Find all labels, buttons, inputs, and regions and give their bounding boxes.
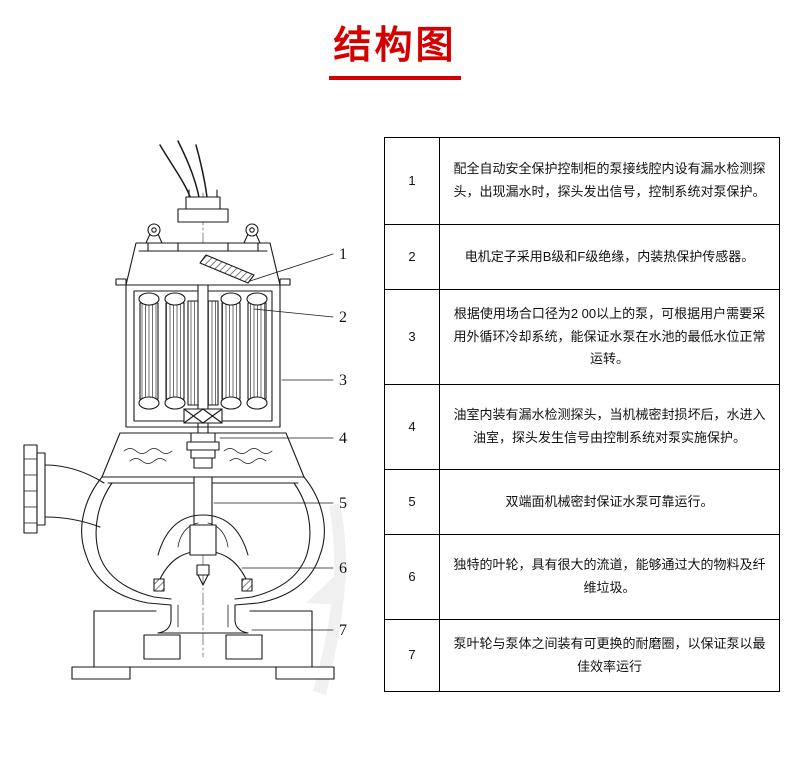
discharge-flange (23, 444, 105, 534)
pump-structure-drawing: 1 2 3 4 5 6 7 (8, 135, 380, 717)
cable-gland (177, 189, 229, 223)
row-description: 油室内装有漏水检测探头，当机械密封损坏后，水进入油室，探头发生信号由控制系统对泵… (439, 384, 780, 470)
bearing (183, 408, 223, 424)
feature-table: 1 配全自动安全保护控制柜的泵接线腔内设有漏水检测探头，出现漏水时，探头发出信号… (384, 137, 780, 692)
row-number: 2 (384, 224, 440, 290)
stator-windings (138, 292, 268, 410)
row-number: 3 (384, 289, 440, 385)
table-row: 6 独特的叶轮，具有很大的流道，能够通过大的物料及纤维垃圾。 (384, 534, 780, 620)
table-row: 7 泵叶轮与泵体之间装有可更换的耐磨圈，以保证泵以最佳效率运行 (384, 619, 780, 692)
table-row: 3 根据使用场合口径为2 00以上的泵，可根据用户需要采用外循环冷却系统，能保证… (384, 289, 780, 385)
callout-6: 6 (339, 560, 347, 577)
wear-rings (153, 578, 253, 592)
rotor-shaft (187, 284, 219, 481)
row-description: 电机定子采用B级和F级绝缘，内装热保护传感器。 (439, 224, 780, 290)
mechanical-seal (186, 432, 220, 469)
callout-1: 1 (339, 246, 347, 263)
row-number: 4 (384, 384, 440, 470)
row-description: 双端面机械密封保证水泵可靠运行。 (439, 469, 780, 535)
table-row: 4 油室内装有漏水检测探头，当机械密封损坏后，水进入油室，探头发生信号由控制系统… (384, 384, 780, 470)
row-number: 7 (384, 619, 440, 692)
feature-table-wrap: 1 配全自动安全保护控制柜的泵接线腔内设有漏水检测探头，出现漏水时，探头发出信号… (384, 137, 780, 692)
row-number: 5 (384, 469, 440, 535)
table-row: 5 双端面机械密封保证水泵可靠运行。 (384, 469, 780, 535)
row-number: 1 (384, 137, 440, 225)
callout-leader-lines (213, 253, 334, 631)
callout-5: 5 (339, 495, 347, 512)
callout-3: 3 (339, 372, 347, 389)
title-underline (329, 76, 461, 80)
watermark (306, 503, 348, 695)
volute-casing (81, 476, 325, 634)
page-title: 结构图 (333, 25, 457, 67)
table-row: 2 电机定子采用B级和F级绝缘，内装热保护传感器。 (384, 224, 780, 290)
table-row: 1 配全自动安全保护控制柜的泵接线腔内设有漏水检测探头，出现漏水时，探头发出信号… (384, 137, 780, 225)
row-description: 泵叶轮与泵体之间装有可更换的耐磨圈，以保证泵以最佳效率运行 (439, 619, 780, 692)
motor-top-cover (125, 242, 281, 286)
callout-4: 4 (339, 430, 347, 447)
row-description: 独特的叶轮，具有很大的流道，能够通过大的物料及纤维垃圾。 (439, 534, 780, 620)
row-description: 根据使用场合口径为2 00以上的泵，可根据用户需要采用外循环冷却系统，能保证水泵… (439, 289, 780, 385)
base-stand (71, 610, 335, 680)
header: 结构图 (0, 0, 790, 80)
callout-2: 2 (339, 309, 347, 326)
row-description: 配全自动安全保护控制柜的泵接线腔内设有漏水检测探头，出现漏水时，探头发出信号，控… (439, 137, 780, 225)
impeller (157, 476, 249, 586)
pump-cross-section-svg: 1 2 3 4 5 6 7 (23, 140, 348, 695)
lifting-handles (145, 223, 261, 244)
row-number: 6 (384, 534, 440, 620)
callout-7: 7 (339, 622, 347, 639)
